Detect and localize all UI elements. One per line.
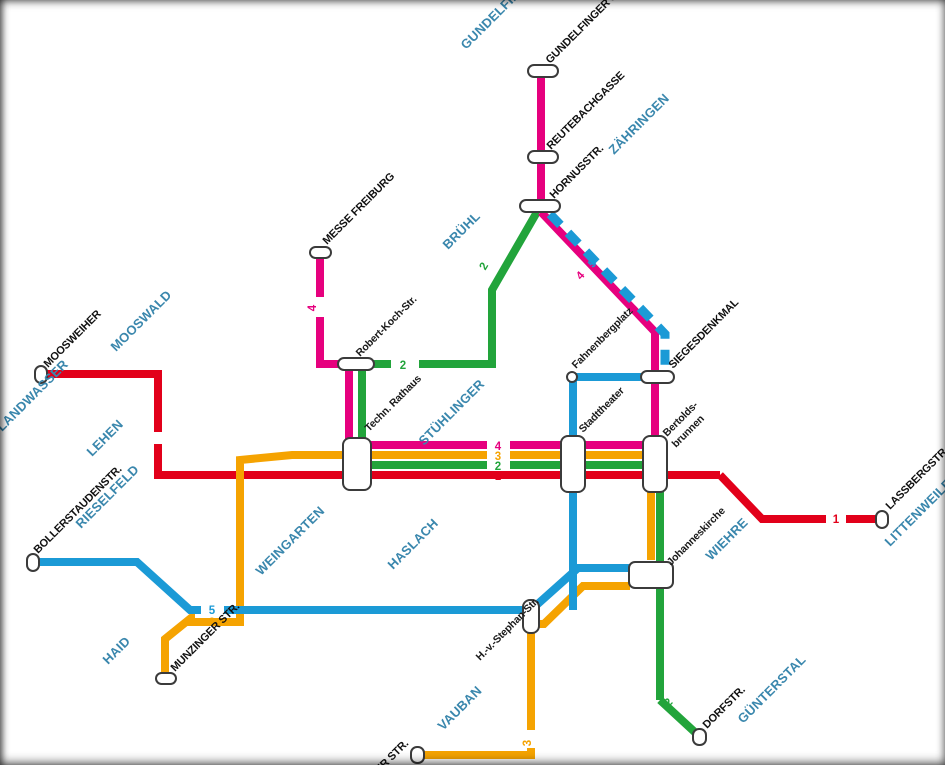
station-marker-bertoldsbrunnen[interactable]: [642, 435, 668, 493]
station-marker-stadttheater[interactable]: [560, 435, 586, 493]
station-markers-group: [26, 64, 889, 764]
district-label-stuehlinger: STÜHLINGER: [416, 376, 488, 448]
line-number-5-haslach: 5: [209, 605, 216, 617]
station-marker-dorfstr[interactable]: [692, 728, 707, 746]
district-label-guenterstal: GÜNTERSTAL: [735, 652, 809, 726]
route-line-5-east[interactable]: [528, 564, 640, 613]
route-line-3-johannes-west[interactable]: [527, 582, 630, 730]
district-label-weingarten: WEINGARTEN: [253, 503, 328, 578]
station-label-bollerstaudenstr: BOLLERSTAUDENSTR.: [32, 463, 125, 556]
station-marker-munzinger-str[interactable]: [155, 672, 177, 685]
station-marker-hornusstr[interactable]: [519, 199, 561, 213]
station-marker-siegesdenkmal[interactable]: [640, 370, 675, 384]
station-marker-hvstephan-str[interactable]: [522, 599, 540, 634]
station-marker-johanneskirche[interactable]: [628, 561, 674, 589]
station-marker-innsbrucker-str[interactable]: [410, 746, 425, 764]
district-label-lehen: LEHEN: [84, 417, 126, 459]
line-number-2-robertkoch: 2: [400, 360, 406, 372]
line-number-4-siegesdenkmal: 4: [574, 269, 588, 282]
district-label-haid: HAID: [100, 633, 134, 667]
district-label-vauban: VAUBAN: [435, 683, 485, 733]
station-label-fahnenbergplatz: Fahnenbergplatz: [570, 305, 636, 371]
station-label-gundelfinger-str: GUNDELFINGER STR.: [544, 0, 632, 66]
station-label-munzinger-str: MUNZINGER STR.: [169, 601, 243, 675]
route-line-2-north[interactable]: [419, 210, 541, 368]
station-label-mooseweiher: MOOSWEIHER: [42, 308, 104, 370]
line-number-2-trunk: 2: [495, 461, 501, 473]
station-label-stadttheater: Stadttheater: [577, 385, 627, 435]
station-label-techn-rathaus: Techn. Rathaus: [363, 373, 424, 434]
route-line-1-east[interactable]: [717, 472, 826, 523]
line-number-3-haid: 3: [209, 617, 215, 629]
line-number-2-bruehl: 2: [478, 261, 492, 273]
route-line-4-messe-lower[interactable]: [316, 317, 355, 368]
line-number-1-trunk: 1: [495, 471, 502, 483]
station-marker-fahnenbergplatz[interactable]: [566, 371, 578, 383]
route-line-5-west[interactable]: [33, 558, 201, 614]
district-label-haslach: HASLACH: [385, 516, 442, 573]
station-marker-messe-freiburg[interactable]: [309, 246, 332, 259]
station-marker-robert-koch-str[interactable]: [337, 357, 375, 371]
station-marker-lassbergstr[interactable]: [875, 510, 889, 529]
line-number-4-trunk: 4: [495, 441, 502, 453]
station-label-dorfstr: DORFSTR.: [701, 684, 748, 731]
station-marker-reutebachgasse[interactable]: [527, 150, 559, 164]
station-label-robert-koch-str: Robert-Koch-Str.: [354, 293, 420, 359]
district-label-bruehl: BRÜHL: [440, 209, 483, 252]
district-label-zaehringen: ZÄHRINGEN: [606, 91, 673, 158]
district-label-mooswald: MOOSWALD: [108, 287, 175, 354]
district-label-gundelfingen: GUNDELFINGEN: [458, 0, 544, 52]
route-line-2-dorfstr[interactable]: [657, 697, 702, 739]
station-label-innsbrucker-str: INNSBRUCKER STR.: [328, 738, 412, 765]
station-marker-bollerstaudenstr[interactable]: [26, 553, 40, 572]
line-number-4-messe: 4: [307, 304, 319, 311]
route-line-5-planned-dashed[interactable]: [546, 210, 670, 382]
station-label-hornusstr: HORNUSSTR.: [548, 143, 607, 202]
station-marker-gundelfinger-str[interactable]: [527, 64, 559, 78]
station-label-messe-freiburg: MESSE FREIBURG: [321, 171, 398, 248]
station-label-siegesdenkmal: SIEGESDENKMAL: [667, 296, 742, 371]
station-marker-techn-rathaus[interactable]: [342, 437, 372, 491]
line-number-3-trunk: 3: [495, 451, 501, 463]
station-marker-mooseweiher[interactable]: [34, 365, 48, 384]
line-number-3-vauban: 3: [522, 740, 534, 746]
route-line-1-west[interactable]: [41, 370, 162, 432]
line-number-1-lassbergstr: 1: [833, 514, 840, 526]
route-line-4-siegesdenkmal[interactable]: [538, 209, 659, 441]
route-line-1-west-lower[interactable]: [154, 444, 347, 479]
route-line-3-munzinger[interactable]: [161, 451, 357, 678]
route-line-3-vauban[interactable]: [417, 748, 535, 759]
